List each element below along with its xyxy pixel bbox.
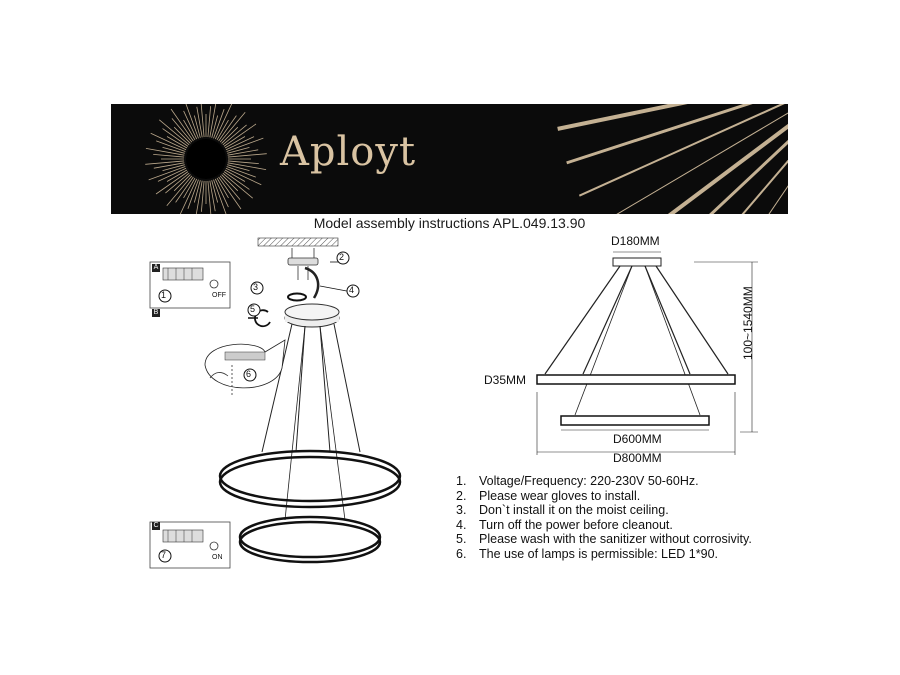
detail-bubble: [204, 339, 286, 389]
callout-4: 4: [349, 285, 355, 295]
callout-circles: [158, 251, 360, 563]
dimension-drawing: [536, 251, 758, 455]
list-item: 5.Please wash with the sanitizer without…: [456, 532, 752, 546]
panel-a-label: A: [152, 264, 160, 272]
list-item: 2.Please wear gloves to install.: [456, 488, 641, 503]
lower-ring: [238, 515, 382, 559]
list-item: 4.Turn off the power before cleanout.: [456, 517, 673, 532]
list-item: 6.The use of lamps is permissible: LED 1…: [456, 546, 718, 561]
dim-height-range: 100~1540MM: [741, 286, 755, 360]
small-ring-profile: [560, 415, 710, 426]
dim-top-canopy: D180MM: [611, 234, 660, 248]
callout-5: 5: [250, 304, 256, 314]
panel-b-label: B: [152, 309, 160, 317]
dim-large-ring: D800MM: [613, 451, 662, 465]
document-title: Model assembly instructions APL.049.13.9…: [313, 215, 586, 231]
on-label: ON: [212, 554, 223, 561]
upper-ring: [218, 449, 402, 503]
list-item: 1.Voltage/Frequency: 220-230V 50-60Hz.: [456, 474, 699, 488]
ring-nut: [287, 292, 307, 302]
mounting-bracket: [287, 257, 319, 266]
callout-3: 3: [253, 282, 259, 292]
ceiling: [257, 237, 339, 247]
callout-7: 7: [161, 550, 167, 560]
instruction-list: 1.Voltage/Frequency: 220-230V 50-60Hz. 2…: [456, 474, 752, 561]
callout-1: 1: [161, 290, 167, 300]
off-label: OFF: [212, 292, 226, 299]
brand-banner: [111, 104, 788, 214]
large-ring-profile: [536, 374, 736, 385]
panel-c-label: C: [152, 522, 160, 530]
dim-small-ring: D600MM: [613, 432, 662, 446]
list-item: 3.Don`t install it on the moist ceiling.: [456, 503, 669, 517]
top-canopy: [612, 257, 662, 267]
brand-logo: Aployt: [280, 129, 417, 175]
sunburst-decoration: [145, 104, 788, 214]
dim-ring-thickness: D35MM: [484, 373, 527, 387]
callout-2: 2: [339, 252, 345, 262]
callout-6: 6: [246, 369, 252, 379]
power-wire: [304, 266, 320, 299]
